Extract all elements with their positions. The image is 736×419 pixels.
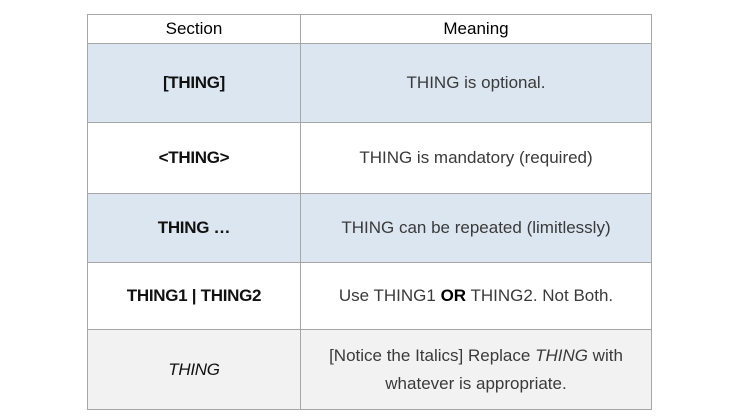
- meaning-text: Use THING1: [338, 286, 441, 305]
- table-row: THING [Notice the Italics] Replace THING…: [87, 329, 652, 410]
- meaning-cell: [Notice the Italics] Replace THING with …: [300, 329, 652, 410]
- section-cell: [THING]: [87, 43, 301, 123]
- table-row: THING1 | THING2 Use THING1 OR THING2. No…: [87, 262, 652, 330]
- syntax-table: Section Meaning [THING] THING is optiona…: [87, 14, 652, 410]
- meaning-text: [Notice the Italics] Replace: [329, 345, 536, 365]
- table-row: [THING] THING is optional.: [87, 43, 652, 123]
- table-row: <THING> THING is mandatory (required): [87, 122, 652, 194]
- meaning-text: THING2. Not Both.: [466, 286, 614, 305]
- header-section: Section: [87, 14, 301, 44]
- meaning-italic-text: THING: [535, 345, 588, 365]
- header-meaning: Meaning: [300, 14, 652, 44]
- table-row: THING … THING can be repeated (limitless…: [87, 193, 652, 263]
- meaning-cell: THING is optional.: [300, 43, 652, 123]
- section-cell: <THING>: [87, 122, 301, 194]
- meaning-bold-text: OR: [440, 286, 467, 305]
- section-cell: THING …: [87, 193, 301, 263]
- meaning-cell: Use THING1 OR THING2. Not Both.: [300, 262, 652, 330]
- meaning-text: with whatever is appropriate.: [385, 345, 623, 393]
- meaning-cell: THING can be repeated (limitlessly): [300, 193, 652, 263]
- meaning-cell: THING is mandatory (required): [300, 122, 652, 194]
- section-cell: THING: [87, 329, 301, 410]
- section-cell: THING1 | THING2: [87, 262, 301, 330]
- table-header-row: Section Meaning: [87, 14, 652, 44]
